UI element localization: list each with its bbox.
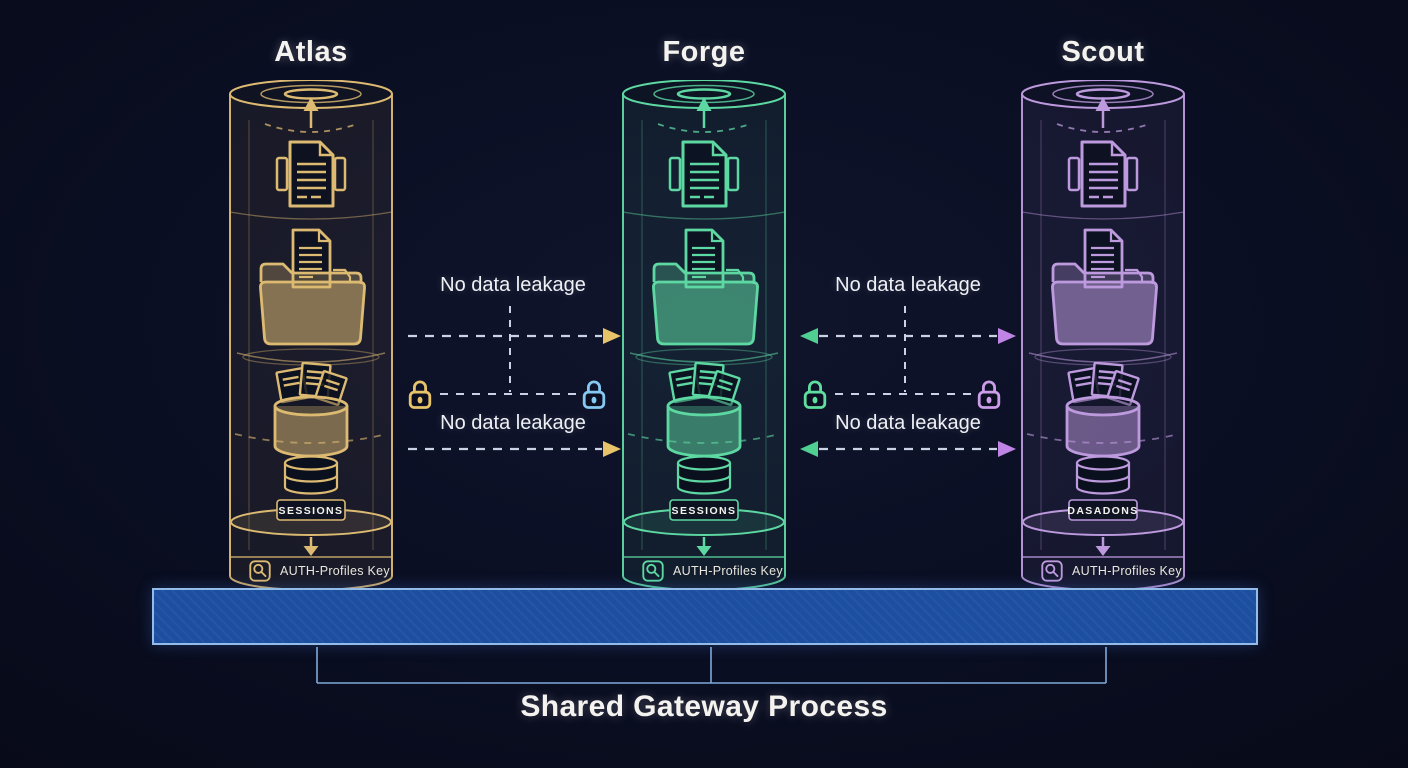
lock-icon	[582, 380, 606, 409]
lock-icon	[408, 380, 432, 409]
footer-label: AUTH-Profiles Key	[1072, 564, 1182, 578]
pillar-forge: Forge SESSIONS AUTH-Profiles Key	[616, 36, 792, 596]
arrowhead-right	[603, 441, 621, 457]
pillar-title: Atlas	[274, 36, 348, 68]
pillar-title: Forge	[662, 36, 746, 68]
gateway-label: Shared Gateway Process	[520, 690, 888, 723]
pillar-scout: Scout DASADONS AUTH-Profiles Key	[1015, 36, 1191, 596]
gateway-bar	[152, 588, 1258, 645]
channel-atlas-forge: No data leakage No data leakage	[400, 268, 626, 466]
channel-forge-scout: No data leakage No data leakage	[795, 268, 1021, 466]
pillar-atlas: Atlas SESSIONS AUTH-Profiles Key	[223, 36, 399, 596]
lock-icon	[803, 380, 827, 409]
db-label: SESSIONS	[671, 505, 737, 517]
pillar-title: Scout	[1061, 36, 1145, 68]
no-data-leakage-label: No data leakage	[835, 274, 981, 296]
db-label: SESSIONS	[278, 505, 344, 517]
arrowhead-right	[998, 441, 1016, 457]
channel-graphic	[800, 306, 1016, 457]
db-label: DASADONS	[1067, 505, 1139, 517]
lock-icon	[977, 380, 1001, 409]
no-data-leakage-label: No data leakage	[440, 274, 586, 296]
no-data-leakage-label: No data leakage	[440, 412, 586, 434]
arrowhead-right	[603, 328, 621, 344]
gateway-bracket	[316, 647, 1107, 684]
arrowhead-left	[800, 328, 818, 344]
no-data-leakage-label: No data leakage	[835, 412, 981, 434]
footer-label: AUTH-Profiles Key	[280, 564, 390, 578]
footer-label: AUTH-Profiles Key	[673, 564, 783, 578]
arrowhead-left	[800, 441, 818, 457]
arrowhead-right	[998, 328, 1016, 344]
channel-graphic	[408, 306, 621, 457]
